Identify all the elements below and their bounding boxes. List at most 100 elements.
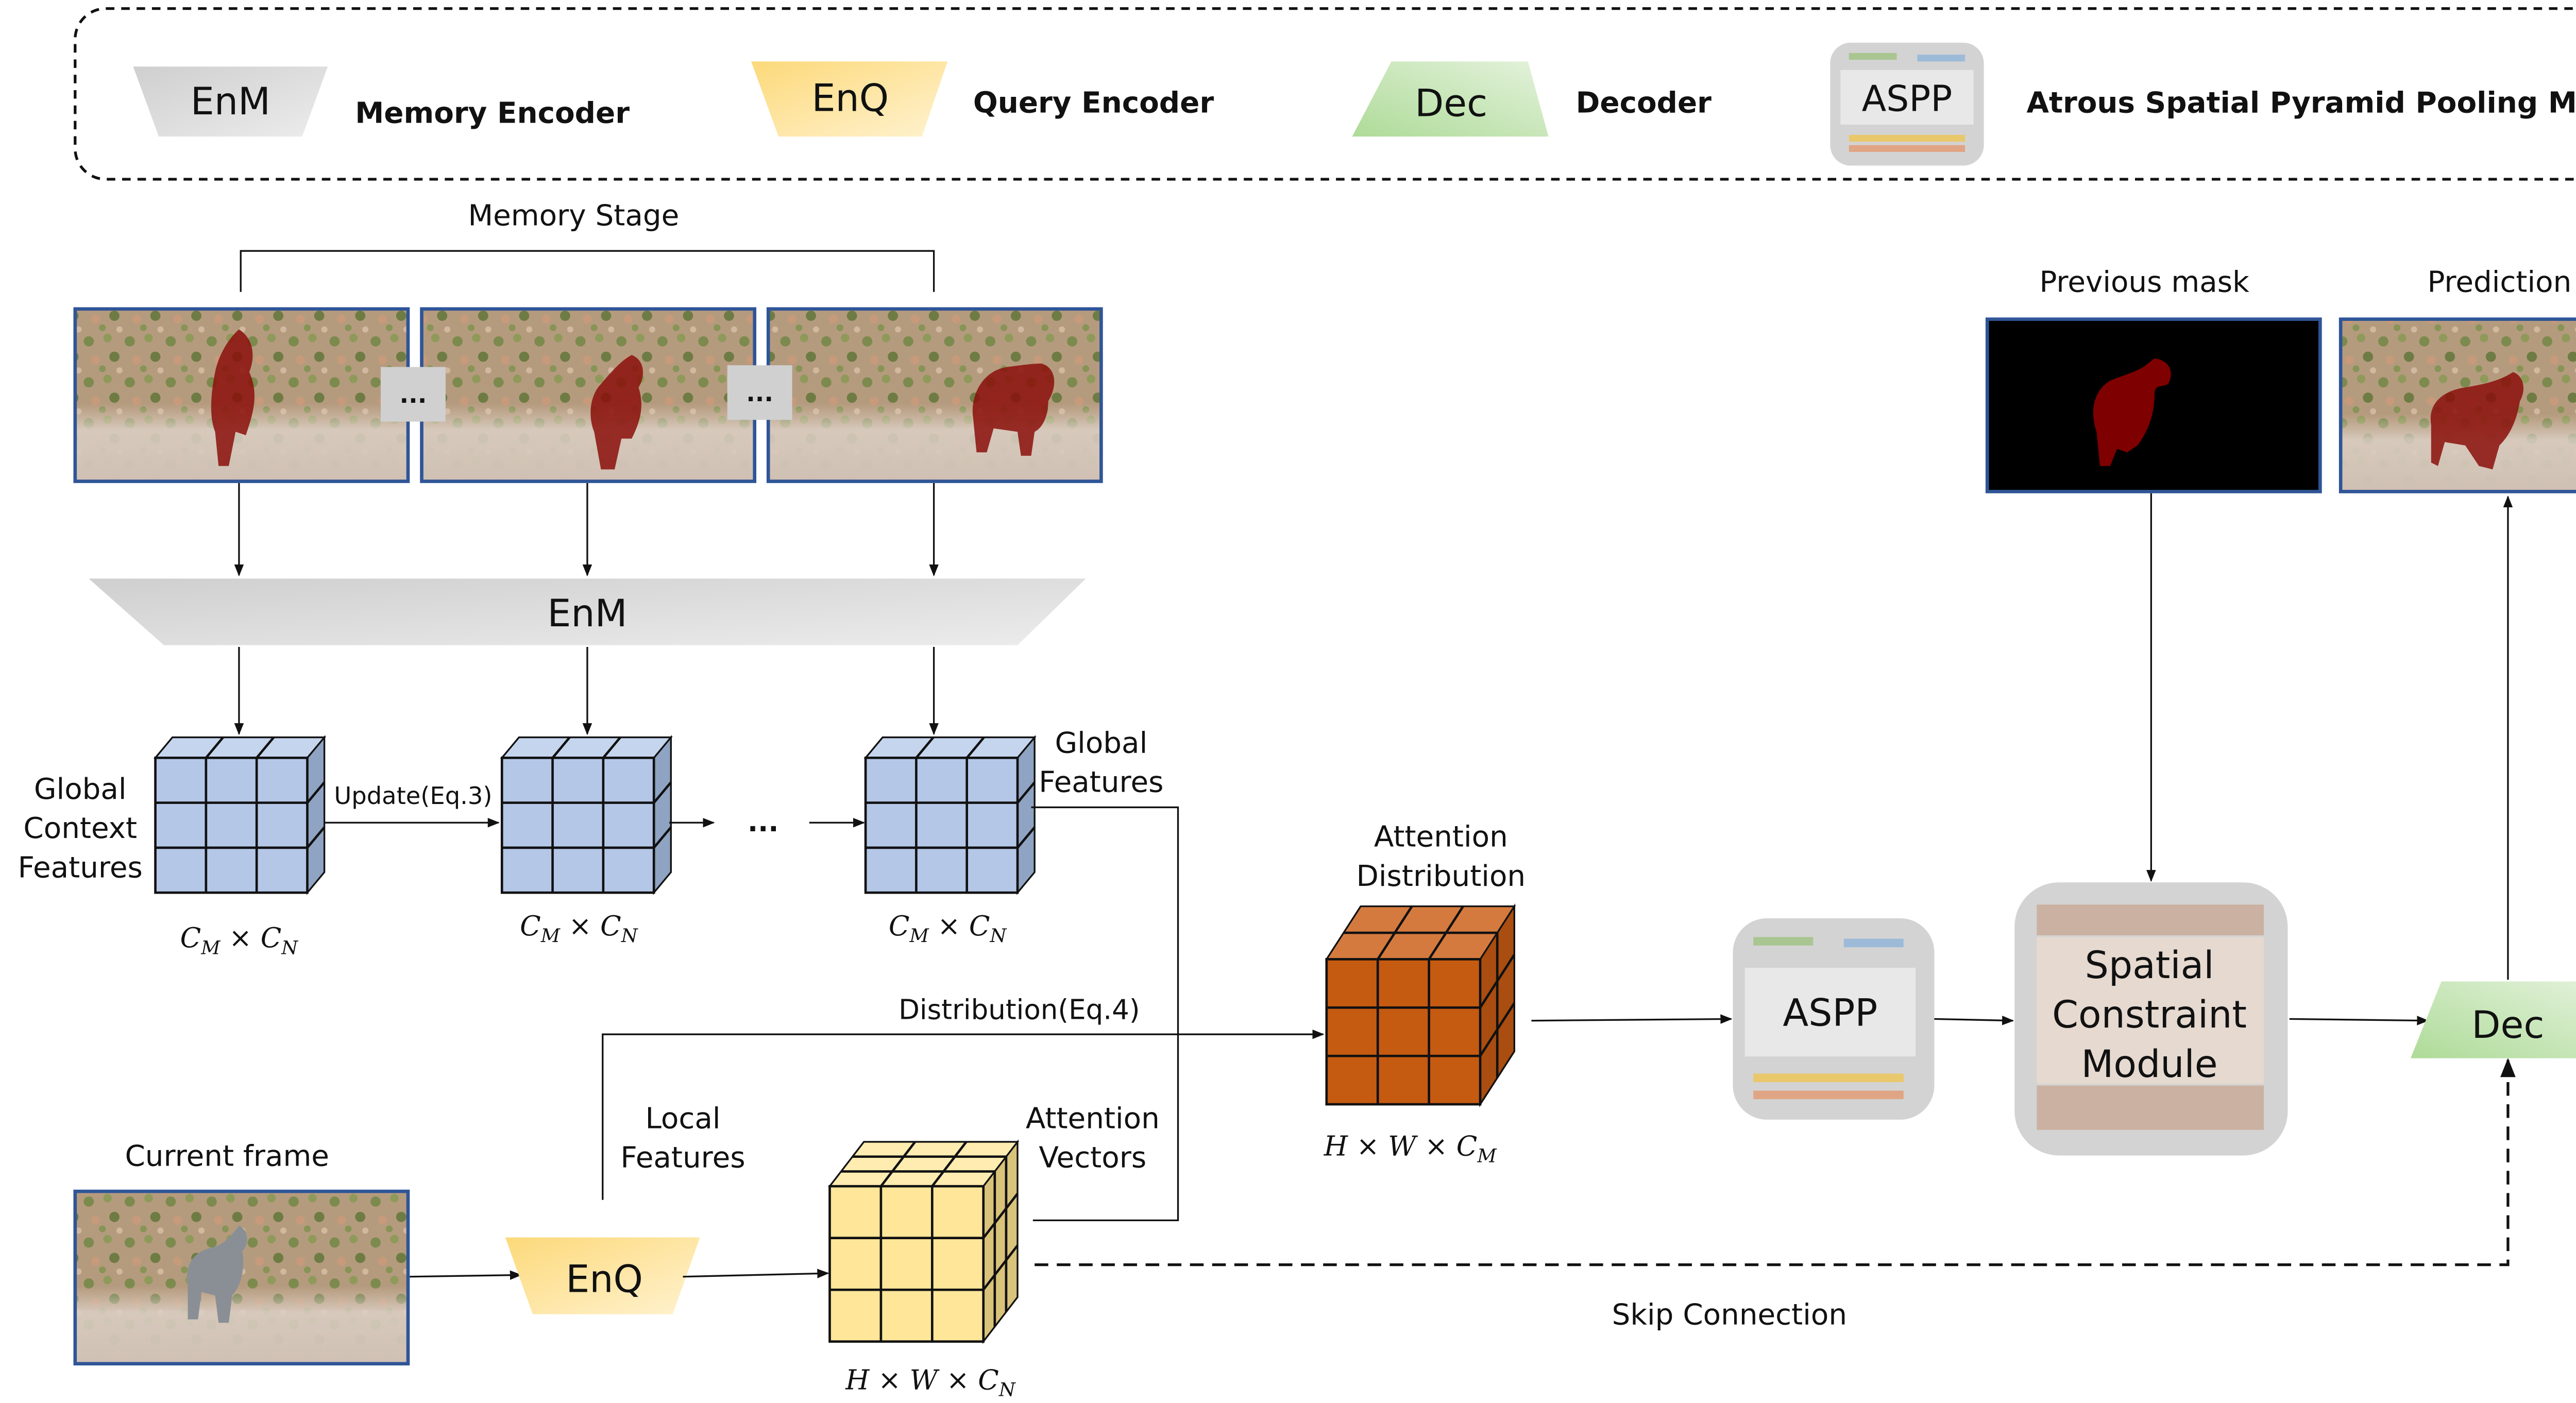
aspp-inner: [1744, 967, 1916, 1057]
global-context-label-line3: Features: [18, 851, 143, 884]
aspp-green-bar: [1753, 937, 1814, 946]
update-eq3-label: Update(Eq.3): [334, 782, 492, 810]
legend-item-query-encoder: EnQ Query Encoder: [751, 61, 1214, 137]
cube-grid-line: [982, 1244, 1019, 1291]
query-dim-label: H × W × CN: [845, 1364, 1016, 1400]
svg-text:EnQ: EnQ: [566, 1258, 643, 1302]
global-context-label-line1: Global: [34, 773, 127, 806]
cube-front-face: [154, 757, 309, 894]
enq-legend-label: Query Encoder: [973, 87, 1214, 120]
cube-grid-line: [931, 1141, 968, 1187]
memory-frame-3: [766, 307, 1103, 483]
legend-border: [74, 7, 2576, 181]
arrow-scm-to-dec: [2289, 1016, 2429, 1025]
memory-frame-2: [420, 307, 757, 483]
cube-grid-line: [653, 781, 672, 804]
aspp-blue-bar: [1843, 938, 1904, 948]
memory-cube-1: [154, 735, 327, 895]
previous-mask-image: [1985, 317, 2322, 493]
attention-cube: [1325, 903, 1516, 1107]
dec-legend-glyph: Dec: [1415, 81, 1487, 125]
legend: EnM Memory Encoder EnQ Query Encoder Dec…: [74, 7, 2576, 181]
chain-ellipsis: ...: [748, 806, 778, 838]
cube-grid-line: [982, 1193, 1019, 1239]
arrow-attention-to-aspp: [1531, 1014, 1733, 1024]
cube-grid-line: [965, 737, 985, 759]
goat-gray: [187, 1225, 247, 1323]
local-features-label-line2: Features: [620, 1141, 745, 1175]
memory-cube-2: [500, 735, 673, 895]
attention-cube-shape: [1325, 903, 1516, 1107]
current-frame-label: Current frame: [125, 1139, 329, 1173]
cube-side-face: [1016, 735, 1036, 895]
prediction-image: [2338, 317, 2576, 493]
svg-text:Spatial: Spatial: [2085, 944, 2214, 987]
cube-grid-line: [306, 826, 326, 849]
legend-item-memory-encoder: EnM Memory Encoder: [133, 66, 630, 137]
arrow-aspp-to-scm: [1934, 1015, 2014, 1025]
enq-legend-shape: [751, 61, 948, 137]
arrow-frame-to-enq: [410, 1270, 522, 1280]
aspp-legend-green-bar: [1849, 53, 1897, 60]
scm-top-band: [2037, 904, 2264, 935]
cube-grid-line: [1016, 781, 1036, 804]
svg-text:H × W × CM: H × W × CM: [1324, 1130, 1498, 1167]
memory-cube-3: [863, 735, 1037, 895]
memory-frame-1: [73, 307, 410, 483]
decoder-block: Dec: [2411, 981, 2576, 1058]
legend-item-aspp: ASPP Atrous Spatial Pyramid Pooling Modu…: [1830, 42, 2576, 166]
svg-text:CM × CN: CM × CN: [180, 922, 299, 959]
global-context-label-line2: Context: [23, 812, 137, 845]
attention-dim-label: H × W × CM: [1324, 1130, 1498, 1167]
prediction-label: Prediction: [2427, 266, 2571, 299]
local-features-label-line1: Local: [646, 1102, 721, 1135]
scm-inner: [2037, 937, 2264, 1084]
cube-grid-line: [306, 781, 326, 804]
cube-top-face: [863, 736, 1037, 759]
frame-ellipsis-1: ...: [380, 367, 446, 422]
svg-text:H × W × CN: H × W × CN: [845, 1364, 1016, 1400]
spatial-constraint-module: Spatial Constraint Module: [2014, 882, 2288, 1156]
dim-label-cube1: CM × CN: [180, 922, 299, 959]
cube-grid-line: [205, 737, 224, 759]
global-features-label-line1: Global: [1055, 726, 1148, 760]
global-features-label-line2: Features: [1039, 766, 1163, 799]
dim-label-cube2: CM × CN: [520, 910, 638, 947]
memory-stage-title: Memory Stage: [468, 199, 680, 232]
aspp-legend-yellow-bar: [1849, 134, 1965, 142]
aspp-legend-blue-bar: [1917, 55, 1965, 62]
cube-side-face: [306, 735, 326, 895]
enq-legend-glyph: EnQ: [811, 76, 889, 120]
goat-mask: [2093, 358, 2171, 466]
dim-label-cube3: CM × CN: [889, 910, 1007, 947]
goat-mask-overlay: [2430, 372, 2524, 470]
attention-vectors-label-line2: Vectors: [1039, 1141, 1146, 1175]
aspp-legend-orange-bar: [1849, 145, 1965, 152]
query-encoder-block: EnQ: [505, 1237, 700, 1314]
query-cube: [828, 1139, 1020, 1344]
enm-legend-shape: [133, 66, 328, 137]
skip-connection-label: Skip Connection: [1612, 1298, 1847, 1332]
svg-text:Constraint: Constraint: [2052, 993, 2247, 1037]
distribution-arrow: [602, 1029, 1325, 1200]
cube-front-face: [864, 757, 1019, 894]
scm-bottom-band: [2037, 1085, 2264, 1130]
svg-text:...: ...: [400, 381, 427, 408]
dec-legend-label: Decoder: [1576, 87, 1712, 120]
frame-ellipsis-2: ...: [727, 365, 792, 420]
aspp-module: ASPP: [1733, 918, 1935, 1120]
memory-encoder-block: EnM: [89, 578, 1086, 645]
aspp-legend-inner: [1840, 70, 1974, 125]
memory-stage-bracket: [240, 250, 935, 292]
goat-mask-overlay: [590, 355, 643, 470]
cube-grid-line: [256, 737, 275, 759]
goat-mask-overlay: [211, 329, 255, 466]
aspp-yellow-bar: [1753, 1073, 1904, 1082]
enm-legend-label: Memory Encoder: [355, 97, 630, 130]
cube-grid-line: [915, 737, 935, 759]
cube-grid-line: [602, 737, 621, 759]
svg-text:...: ...: [746, 379, 773, 407]
legend-item-decoder: Dec Decoder: [1352, 61, 1712, 137]
query-cube-shape: [828, 1139, 1020, 1344]
